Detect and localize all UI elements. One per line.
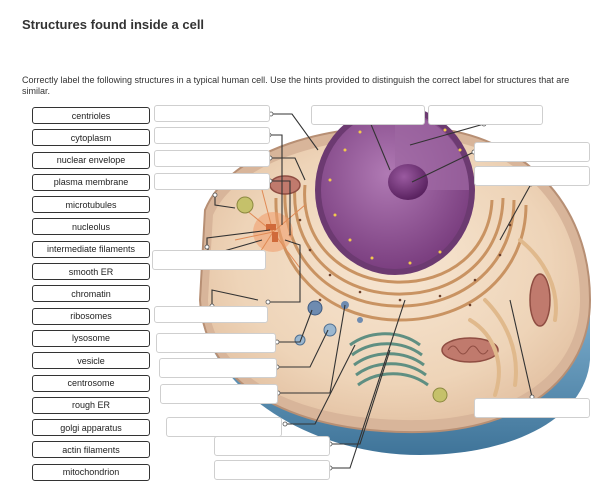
drop-zone-12[interactable] (214, 460, 330, 480)
label-golgi-apparatus[interactable]: golgi apparatus (32, 419, 150, 437)
word-bank: centrioles cytoplasm nuclear envelope pl… (32, 107, 150, 486)
nucleolus-shape (388, 164, 428, 200)
rough-er-shape (274, 184, 528, 322)
drop-zone-8[interactable] (159, 358, 277, 378)
drop-zone-1[interactable] (154, 105, 270, 122)
page-title: Structures found inside a cell (22, 17, 205, 32)
drop-zone-10[interactable] (166, 417, 282, 437)
centriole-shape-2 (272, 232, 278, 242)
drop-zone-5[interactable] (152, 250, 266, 270)
label-vesicle[interactable]: vesicle (32, 352, 150, 370)
drop-zone-17[interactable] (474, 398, 590, 418)
drop-zone-2[interactable] (154, 127, 270, 144)
drop-zone-13[interactable] (311, 105, 425, 125)
label-centrioles[interactable]: centrioles (32, 107, 150, 124)
centriole-shape (266, 224, 276, 230)
label-chromatin[interactable]: chromatin (32, 285, 150, 303)
drop-zone-14[interactable] (428, 105, 543, 125)
drop-zone-6[interactable] (154, 306, 268, 323)
label-actin-filaments[interactable]: actin filaments (32, 441, 150, 459)
label-centrosome[interactable]: centrosome (32, 374, 150, 392)
label-cytoplasm[interactable]: cytoplasm (32, 129, 150, 147)
mitochondria-shapes (269, 175, 551, 363)
drop-zone-16[interactable] (474, 166, 590, 186)
label-intermediate-filaments[interactable]: intermediate filaments (32, 240, 150, 258)
drop-zone-11[interactable] (214, 436, 330, 456)
label-lysosome[interactable]: lysosome (32, 329, 150, 347)
label-plasma-membrane[interactable]: plasma membrane (32, 173, 150, 191)
label-ribosomes[interactable]: ribosomes (32, 307, 150, 325)
drop-zone-4[interactable] (154, 173, 270, 190)
label-smooth-er[interactable]: smooth ER (32, 263, 150, 281)
leader-lines (206, 113, 533, 469)
drop-zone-7[interactable] (156, 333, 276, 353)
label-nucleolus[interactable]: nucleolus (32, 218, 150, 236)
label-rough-er[interactable]: rough ER (32, 396, 150, 414)
instructions: Correctly label the following structures… (22, 75, 570, 96)
drop-zone-9[interactable] (160, 384, 278, 404)
drop-zone-15[interactable] (474, 142, 590, 162)
smooth-er-shape (468, 238, 558, 397)
drop-zone-3[interactable] (154, 150, 270, 167)
label-mitochondrion[interactable]: mitochondrion (32, 463, 150, 481)
label-nuclear-envelope[interactable]: nuclear envelope (32, 151, 150, 169)
label-microtubules[interactable]: microtubules (32, 196, 150, 214)
